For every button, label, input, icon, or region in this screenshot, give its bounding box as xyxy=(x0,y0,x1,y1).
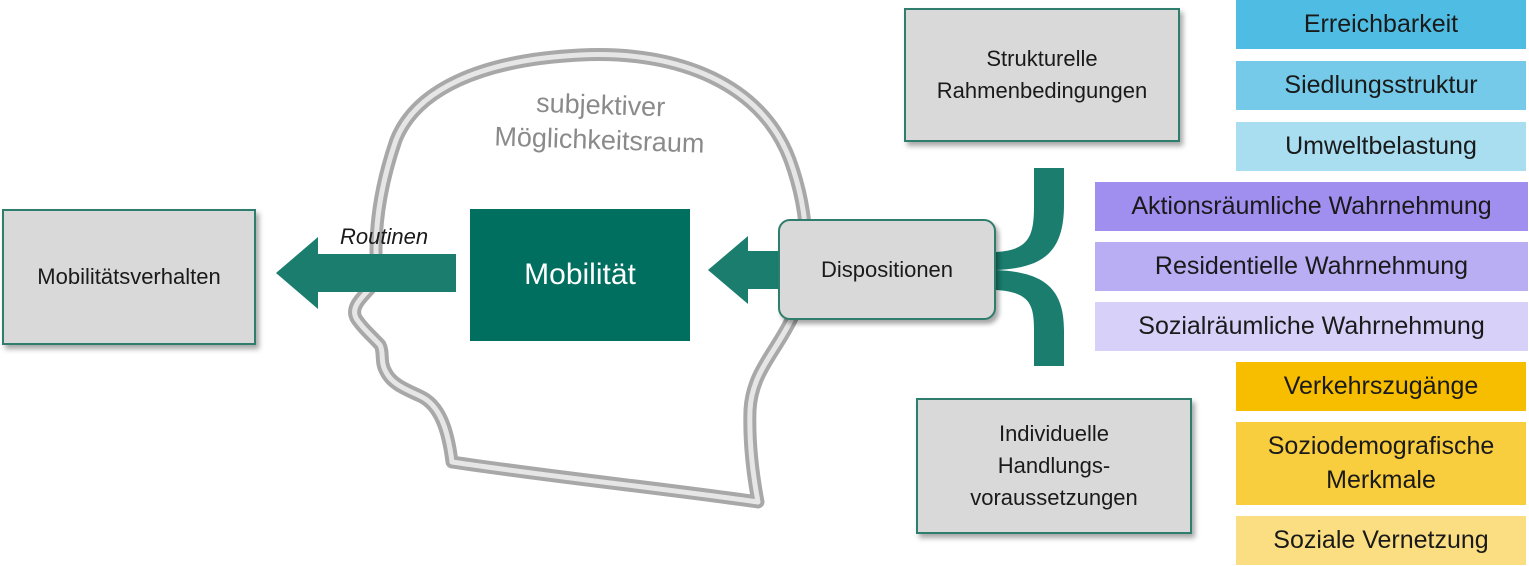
strukturelle-line1: Strukturelle xyxy=(986,46,1098,72)
factor-umweltbelastung-label: Umweltbelastung xyxy=(1285,131,1477,160)
factor-soziodemografische-label: Soziodemografische xyxy=(1267,431,1495,460)
factor-sozialraeumliche: Sozialräumliche Wahrnehmung xyxy=(1095,302,1528,351)
dispositionen-label: Dispositionen xyxy=(820,256,954,282)
factor-verkehrszugaenge-label: Verkehrszugänge xyxy=(1283,371,1479,400)
mobilitaet-label: Mobilität xyxy=(524,258,636,291)
factor-erreichbarkeit: Erreichbarkeit xyxy=(1236,0,1526,49)
mobilitaetsverhalten-box: Mobilitätsverhalten xyxy=(2,209,256,345)
factor-soziale-vernetzung: Soziale Vernetzung xyxy=(1236,516,1526,565)
factor-soziodemografische-label2: Merkmale xyxy=(1326,465,1436,494)
strukturelle-box: Strukturelle Rahmenbedingungen xyxy=(904,8,1180,142)
factor-umweltbelastung: Umweltbelastung xyxy=(1236,122,1526,171)
individuelle-line2: Handlungs- xyxy=(997,453,1111,479)
factor-aktionsraeumliche: Aktionsräumliche Wahrnehmung xyxy=(1095,182,1528,231)
factor-soziale-vernetzung-label: Soziale Vernetzung xyxy=(1273,525,1489,554)
routinen-arrow xyxy=(276,237,456,309)
individuelle-box: Individuelle Handlungs- voraussetzungen xyxy=(916,398,1192,534)
mobilitaet-box: Mobilität xyxy=(470,209,690,341)
factor-residentielle: Residentielle Wahrnehmung xyxy=(1095,242,1528,291)
factor-verkehrszugaenge: Verkehrszugänge xyxy=(1236,362,1526,411)
factor-soziodemografische: Soziodemografische Merkmale xyxy=(1236,422,1526,505)
strukturelle-line2: Rahmenbedingungen xyxy=(936,78,1148,103)
factor-aktionsraeumliche-label: Aktionsräumliche Wahrnehmung xyxy=(1131,191,1492,220)
dispositionen-box: Dispositionen xyxy=(778,219,996,320)
factor-siedlungsstruktur: Siedlungsstruktur xyxy=(1236,61,1526,110)
factor-sozialraeumliche-label: Sozialräumliche Wahrnehmung xyxy=(1138,311,1485,340)
individuelle-line3: voraussetzungen xyxy=(970,484,1138,510)
factor-siedlungsstruktur-label: Siedlungsstruktur xyxy=(1284,70,1478,99)
individuelle-line1: Individuelle xyxy=(998,421,1110,447)
routinen-label: Routinen xyxy=(340,224,429,249)
factor-residentielle-label: Residentielle Wahrnehmung xyxy=(1154,251,1469,280)
dispositionen-arrow xyxy=(708,236,784,304)
head-label: subjektiver Möglichkeitsraum xyxy=(469,83,731,162)
fork-connector xyxy=(996,168,1064,366)
mobilitaetsverhalten-label: Mobilitätsverhalten xyxy=(37,264,221,290)
factor-erreichbarkeit-label: Erreichbarkeit xyxy=(1303,9,1459,38)
